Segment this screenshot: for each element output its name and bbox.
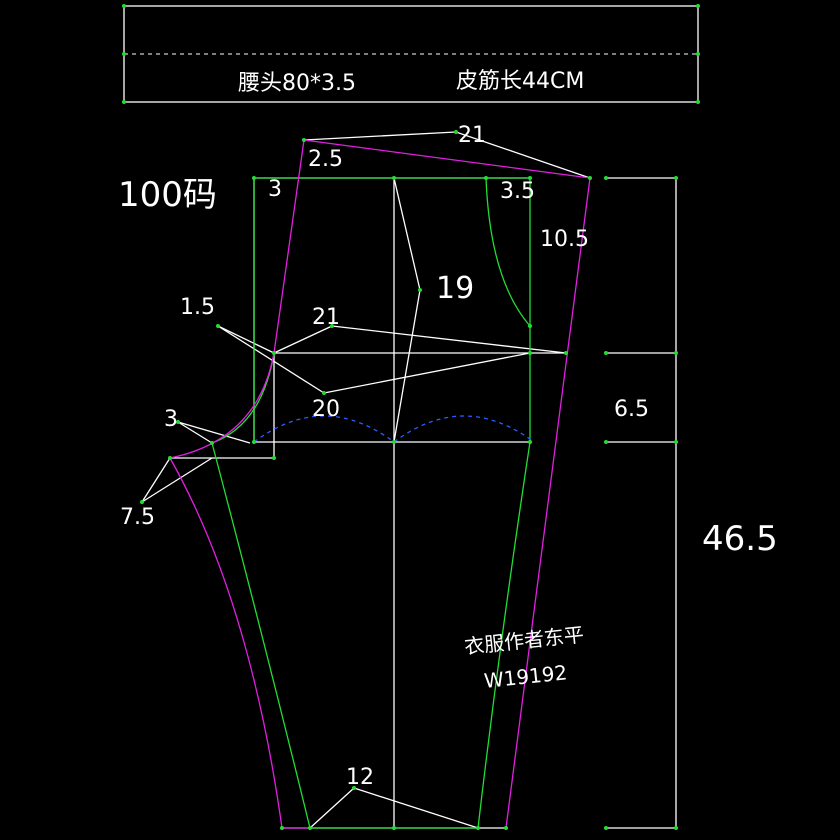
point xyxy=(604,176,608,180)
leader-lines xyxy=(141,131,591,829)
front-piece xyxy=(211,177,531,829)
point xyxy=(176,420,180,424)
measure-label-1-5: 1.5 xyxy=(180,295,215,320)
point xyxy=(330,324,334,328)
back-inseam xyxy=(169,457,283,829)
point xyxy=(418,288,422,292)
leader-12 xyxy=(309,787,355,829)
point xyxy=(696,100,700,104)
size-label: 100码 xyxy=(118,175,217,215)
point xyxy=(604,351,608,355)
crotch-dashed-curve xyxy=(253,415,535,443)
measure-label-21-mid: 21 xyxy=(312,305,340,330)
measure-label-3-left: 3 xyxy=(268,177,282,202)
measure-label-3-5: 3.5 xyxy=(500,179,535,204)
leader-21-top xyxy=(303,131,591,179)
point xyxy=(564,351,568,355)
point xyxy=(392,440,396,444)
measure-label-2-5: 2.5 xyxy=(308,147,343,172)
point xyxy=(528,324,532,328)
point xyxy=(252,440,256,444)
point xyxy=(352,786,356,790)
measure-label-12: 12 xyxy=(346,765,374,790)
front-pocket-curve xyxy=(485,177,531,327)
point xyxy=(674,176,678,180)
point xyxy=(210,441,214,445)
measure-label-7-5: 7.5 xyxy=(120,505,155,530)
measure-label-46-5: 46.5 xyxy=(702,519,778,559)
front-inseam xyxy=(211,442,311,829)
point xyxy=(122,100,126,104)
measure-label-10-5: 10.5 xyxy=(540,227,589,252)
back-crotch-seam xyxy=(169,139,305,459)
measurement-labels: 21 2.5 3 3.5 10.5 19 1.5 21 20 3 7.5 6.5… xyxy=(120,123,778,790)
point xyxy=(484,176,488,180)
measure-label-19: 19 xyxy=(436,271,474,306)
point xyxy=(528,176,532,180)
construction-guides xyxy=(170,177,677,830)
point xyxy=(696,4,700,8)
point xyxy=(122,52,126,56)
point xyxy=(528,440,532,444)
watermark-code: W19192 xyxy=(483,660,568,693)
point xyxy=(528,351,532,355)
front-outseam xyxy=(477,441,531,829)
leader-3 xyxy=(177,421,213,444)
leader-21-midb xyxy=(273,325,333,354)
point xyxy=(604,440,608,444)
point xyxy=(272,351,276,355)
leader-12b xyxy=(353,787,479,829)
waistband-rect xyxy=(123,5,699,103)
point xyxy=(168,456,172,460)
point xyxy=(122,4,126,8)
point xyxy=(476,826,480,830)
leader-19 xyxy=(393,177,421,443)
back-outseam xyxy=(505,177,591,829)
watermark-author: 衣服作者东平 xyxy=(463,622,585,658)
point xyxy=(674,440,678,444)
leader-7-5b xyxy=(141,457,213,503)
pattern-points xyxy=(140,130,678,830)
author-watermark: 衣服作者东平 W19192 xyxy=(463,622,585,693)
point xyxy=(674,826,678,830)
waistband-block: 腰头80*3.5 皮筋长44CM xyxy=(122,4,700,104)
back-waistline xyxy=(303,139,591,179)
measure-label-21-top: 21 xyxy=(458,123,486,148)
leader-3b xyxy=(177,421,251,444)
point xyxy=(308,826,312,830)
leader-20 xyxy=(323,352,531,394)
leader-7-5 xyxy=(141,457,171,503)
elastic-length-label: 皮筋长44CM xyxy=(456,69,584,94)
point xyxy=(140,500,144,504)
point xyxy=(696,52,700,56)
point xyxy=(674,351,678,355)
leader-1-5b xyxy=(217,325,325,394)
point xyxy=(322,391,326,395)
point xyxy=(302,138,306,142)
point xyxy=(504,826,508,830)
point xyxy=(454,130,458,134)
measure-label-3-crotch: 3 xyxy=(164,407,178,432)
waistband-label: 腰头80*3.5 xyxy=(238,71,356,96)
point xyxy=(280,826,284,830)
front-crotch-curve xyxy=(211,352,275,444)
point xyxy=(252,176,256,180)
point xyxy=(272,456,276,460)
point xyxy=(392,826,396,830)
point xyxy=(392,176,396,180)
back-piece xyxy=(169,139,591,829)
leader-1-5 xyxy=(217,325,275,354)
point xyxy=(216,324,220,328)
measure-label-20: 20 xyxy=(312,397,340,422)
point xyxy=(604,826,608,830)
measure-label-6-5: 6.5 xyxy=(614,397,649,422)
point xyxy=(588,176,592,180)
leader-21-mid xyxy=(331,325,567,354)
